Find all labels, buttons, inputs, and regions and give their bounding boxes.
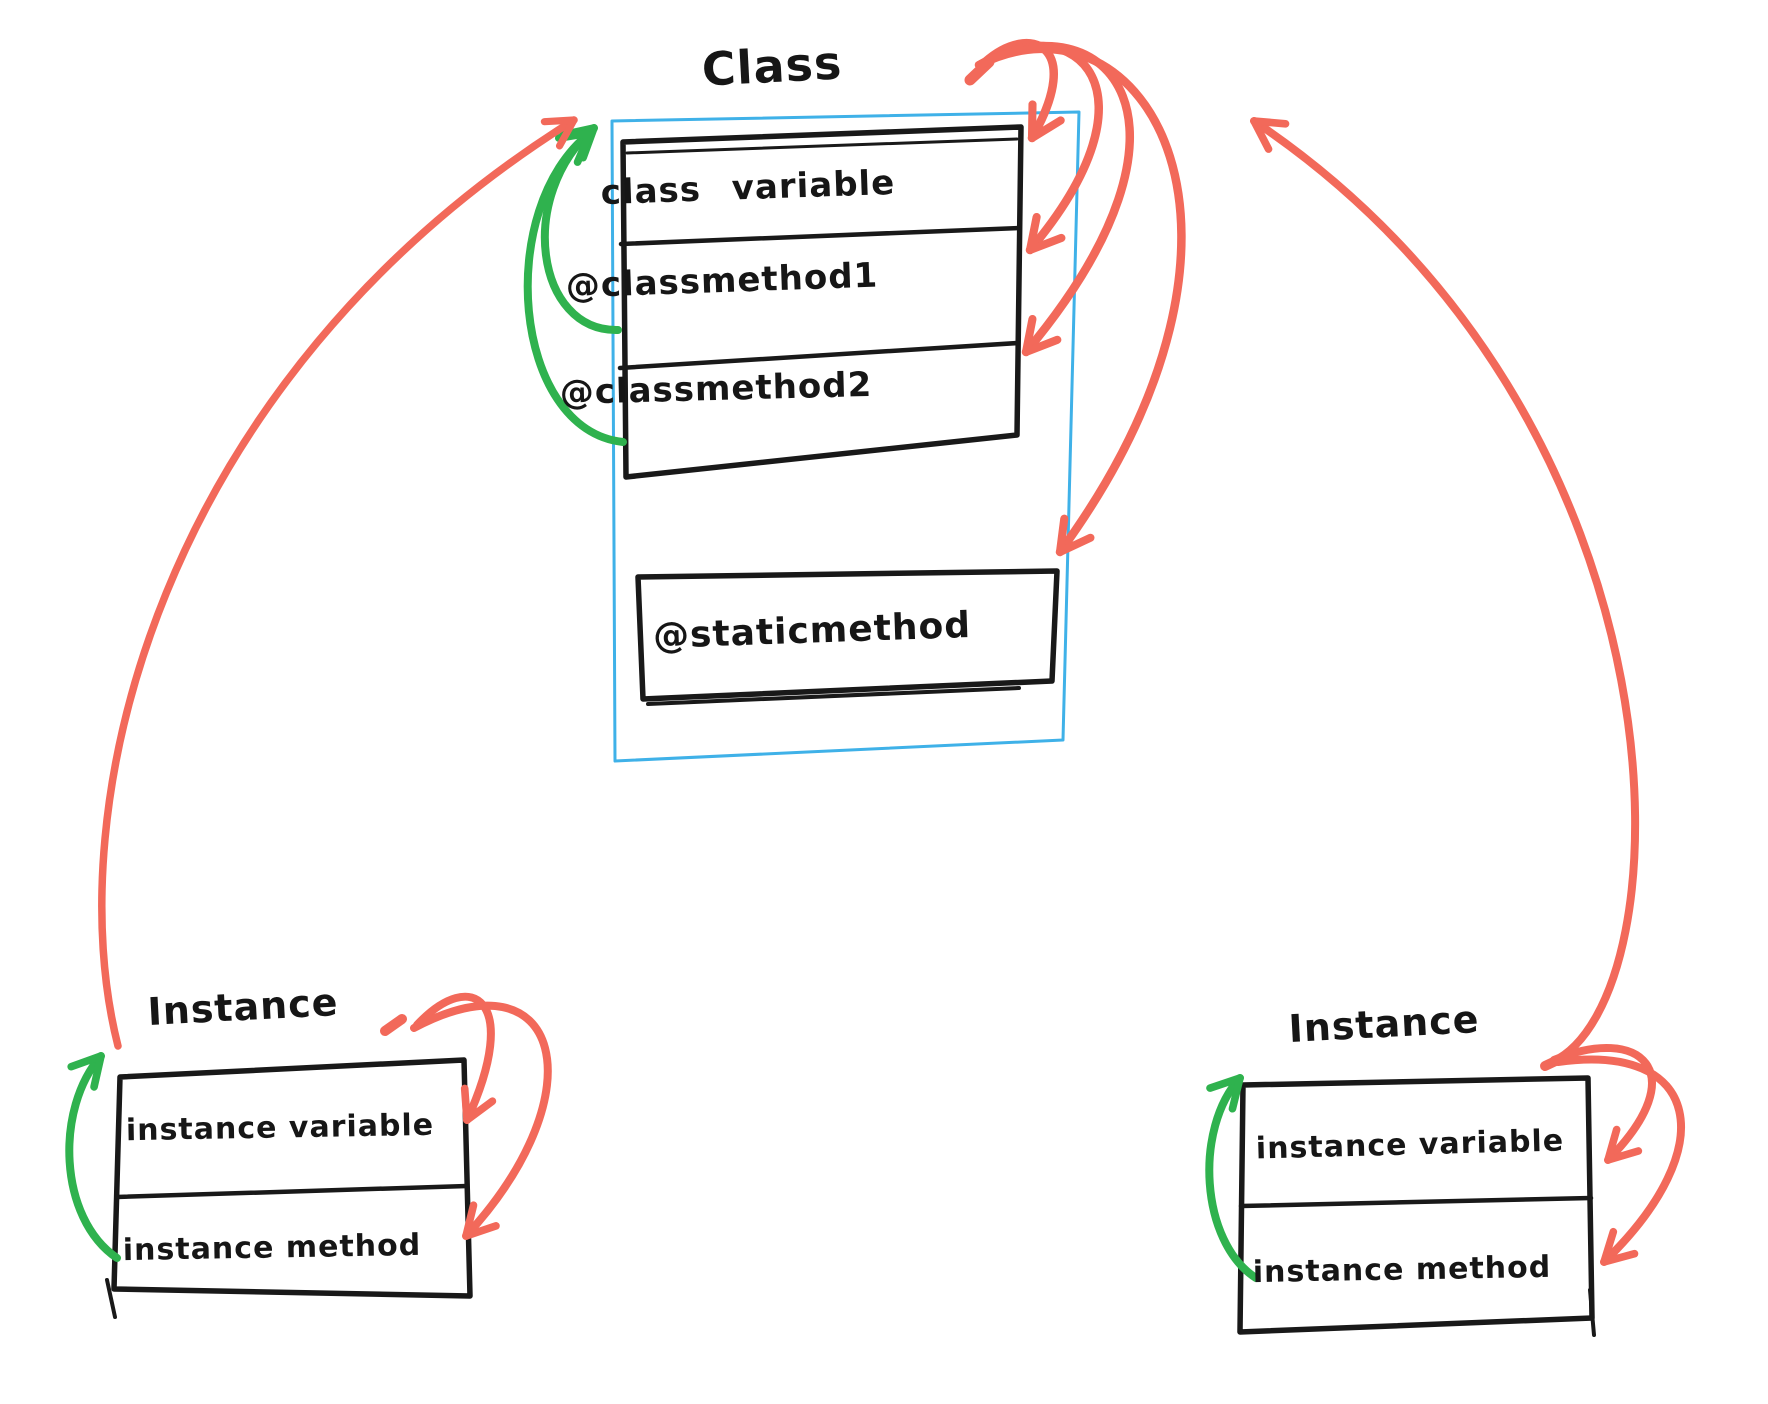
arrow-right-instance-to-class xyxy=(1250,117,1640,1066)
staticmethod-box-border xyxy=(635,568,1060,702)
arrow-right-instance-to-method xyxy=(1554,1055,1685,1266)
instance-left-method-label: instance method xyxy=(122,1227,422,1269)
class-outline-blue-box xyxy=(610,110,1081,763)
arrow-class-to-classmethod1 xyxy=(978,41,1103,255)
class-table xyxy=(617,124,1024,480)
red-arrows xyxy=(98,38,1685,1266)
arrow-classmethod2-to-class xyxy=(523,129,627,446)
green-arrows xyxy=(65,124,1260,1282)
classmethod2-label: @classmethod2 xyxy=(559,364,873,414)
arrow-right-instance-method-to-instance xyxy=(1205,1074,1260,1282)
arrow-right-instance-to-variable xyxy=(1550,1043,1656,1164)
instance-right-method-label: instance method xyxy=(1252,1249,1552,1291)
instance-left-variable-label: instance variable xyxy=(125,1107,435,1149)
staticmethod-box xyxy=(635,568,1060,706)
arrow-left-instance-method-to-instance xyxy=(65,1052,121,1262)
class-table-divider-1 xyxy=(618,225,1022,247)
left-instance-tail-nub xyxy=(380,1014,407,1036)
instance-left-divider xyxy=(114,1183,470,1200)
class-table-border xyxy=(620,124,1024,480)
instance-left-corner-overshoot xyxy=(105,1278,117,1319)
arrow-left-instance-to-method xyxy=(410,1001,552,1240)
instance-right-divider xyxy=(1238,1195,1594,1209)
arrow-class-to-staticmethod xyxy=(974,44,1186,557)
class-title: Class xyxy=(700,35,844,97)
class-table-divider-2 xyxy=(617,340,1021,371)
class-table-top-doubled-stroke xyxy=(625,137,1019,155)
staticmethod-box-bottom-doubled-stroke xyxy=(646,686,1021,706)
instance-left-border xyxy=(111,1057,473,1299)
instance-right-corner-overshoot xyxy=(1588,1288,1596,1337)
instance-right-box xyxy=(1237,1075,1596,1337)
arrow-left-instance-to-class xyxy=(98,116,578,1050)
instance-left-box xyxy=(105,1057,473,1319)
